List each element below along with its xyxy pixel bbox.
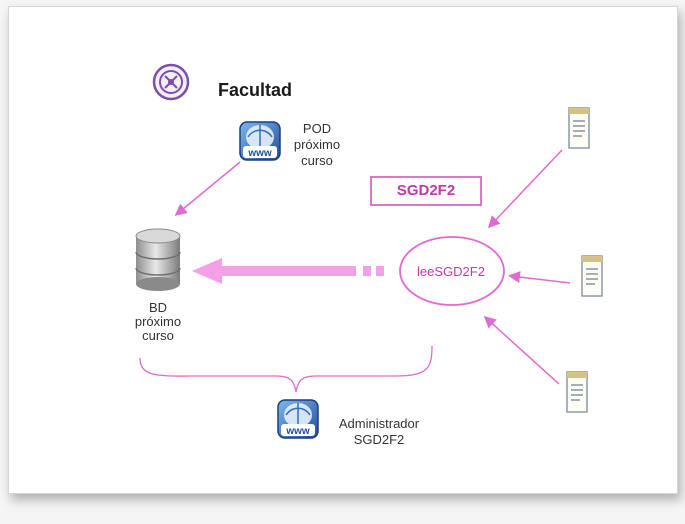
facultad-title: Facultad (218, 80, 293, 100)
admin-label: Administrador SGD2F2 (318, 416, 440, 448)
database-icon (135, 228, 181, 291)
university-seal-icon (152, 63, 190, 101)
document-icon-middle (581, 255, 603, 297)
bd-label-line1: BD (148, 300, 168, 315)
pod-label: POD próximo curso (285, 121, 349, 169)
admin-web-globe-icon: www (277, 399, 319, 439)
lee-process-label: leeSGD2F2 (417, 264, 485, 279)
doc-top-to-lee-arrow (487, 149, 563, 229)
lee-process-ellipse (399, 236, 505, 306)
doc-bottom-to-lee-arrow (483, 315, 560, 385)
admin-label-line1: Administrador (338, 416, 420, 431)
lee-to-bd-thick-arrow (192, 258, 384, 284)
pod-label-line1: POD (302, 121, 332, 136)
document-icon-bottom (566, 371, 588, 413)
admin-label-line2: SGD2F2 (353, 432, 405, 447)
doc-middle-to-lee-arrow (508, 271, 571, 284)
document-icon-top (568, 107, 590, 149)
admin-bracket (139, 345, 433, 393)
sgd2f2-title-box: SGD2F2 (370, 176, 482, 206)
bd-label: BD próximo curso (116, 301, 200, 343)
pod-to-bd-arrow (174, 161, 241, 216)
admin-www-text: www (285, 426, 310, 437)
pod-www-text: www (247, 148, 272, 159)
bd-label-line2: próximo (134, 314, 182, 329)
bd-label-line3: curso (142, 328, 174, 343)
pod-web-globe-icon: www (239, 121, 281, 161)
pod-label-line3: curso (301, 153, 333, 168)
pod-label-line2: próximo (293, 137, 341, 152)
